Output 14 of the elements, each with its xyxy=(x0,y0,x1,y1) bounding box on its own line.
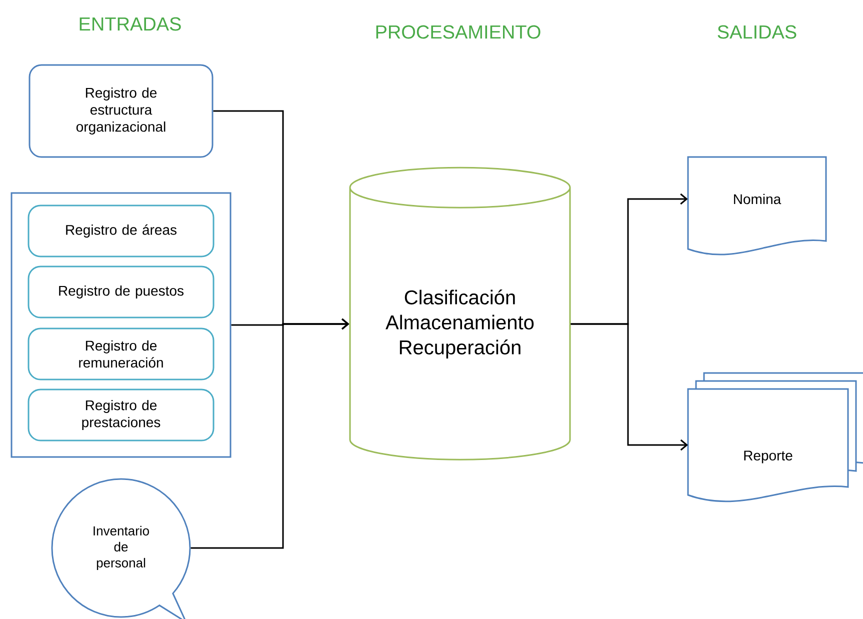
connector-arrow xyxy=(190,318,350,549)
section-heading: PROCESAMIENTO xyxy=(376,25,540,39)
process-box: Registro de prestaciones xyxy=(28,388,214,442)
database-cylinder: Clasificación Almacenamiento Recuperación xyxy=(349,166,571,460)
node-label: Reporte xyxy=(744,450,792,464)
group-frame xyxy=(10,192,232,458)
process-box: Registro de remuneración xyxy=(28,328,214,380)
process-box: Registro de áreas xyxy=(28,204,214,258)
callout-bubble: Inventario de personal xyxy=(51,478,191,619)
connector-arrow xyxy=(570,323,688,451)
section-heading: ENTRADAS xyxy=(80,17,181,31)
process-box: Registro de puestos xyxy=(28,266,214,318)
process-box: Registro de estructura organizacional xyxy=(28,64,214,158)
section-heading: SALIDAS xyxy=(718,25,796,39)
